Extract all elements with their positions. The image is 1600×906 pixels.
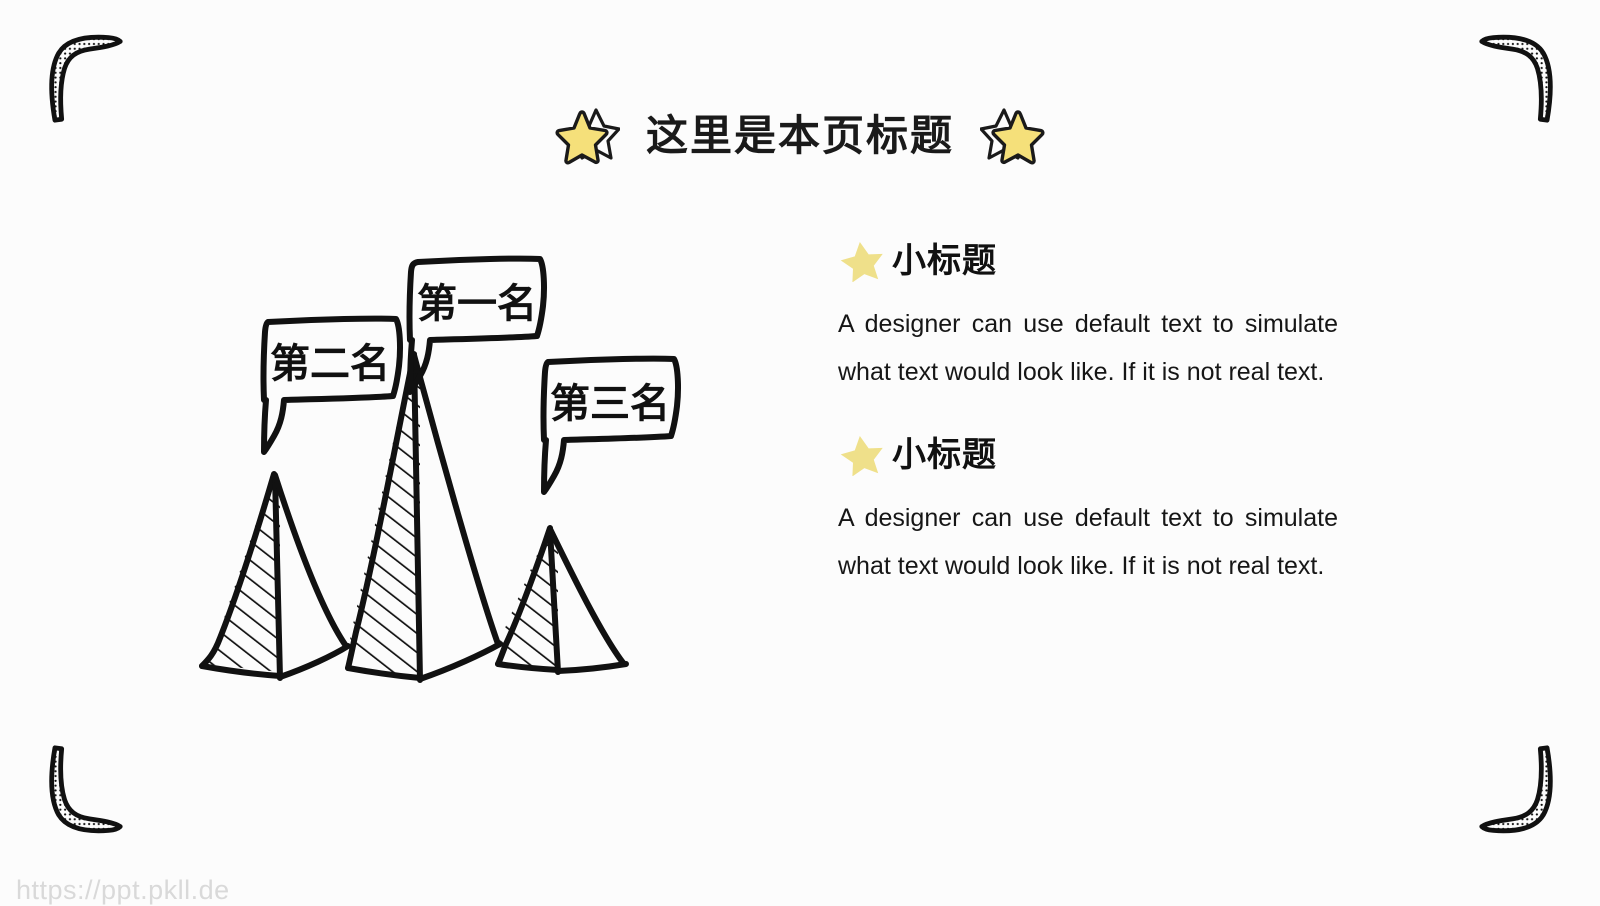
content-section: 小标题 A designer can use default text to s… xyxy=(838,432,1338,590)
callout-label-3: 第三名 xyxy=(550,382,670,426)
section-body-text: A designer can use default text to simul… xyxy=(838,310,1338,386)
boomerang-corner-icon xyxy=(30,744,126,840)
page-title: 这里是本页标题 xyxy=(645,112,954,159)
section-heading-row: 小标题 xyxy=(838,238,1338,286)
page-title-row: 这里是本页标题 xyxy=(0,104,1600,168)
boomerang-corner-icon xyxy=(1476,744,1572,840)
star-icon xyxy=(554,104,620,168)
content-section: 小标题 A designer can use default text to s… xyxy=(838,238,1338,396)
section-heading: 小标题 xyxy=(892,436,997,475)
content-column: 小标题 A designer can use default text to s… xyxy=(838,238,1338,590)
watermark: https://ppt.pkll.de xyxy=(16,875,230,905)
mountain-ranking-illustration: 第二名 第一名 第三名 xyxy=(180,240,700,720)
section-body-text: A designer can use default text to simul… xyxy=(838,504,1338,580)
star-icon xyxy=(838,432,884,476)
section-heading: 小标题 xyxy=(892,242,997,281)
star-icon xyxy=(838,238,884,282)
callout-label-2: 第二名 xyxy=(270,342,390,386)
callout-label-1: 第一名 xyxy=(417,282,537,326)
section-heading-row: 小标题 xyxy=(838,432,1338,480)
star-icon xyxy=(980,104,1046,168)
